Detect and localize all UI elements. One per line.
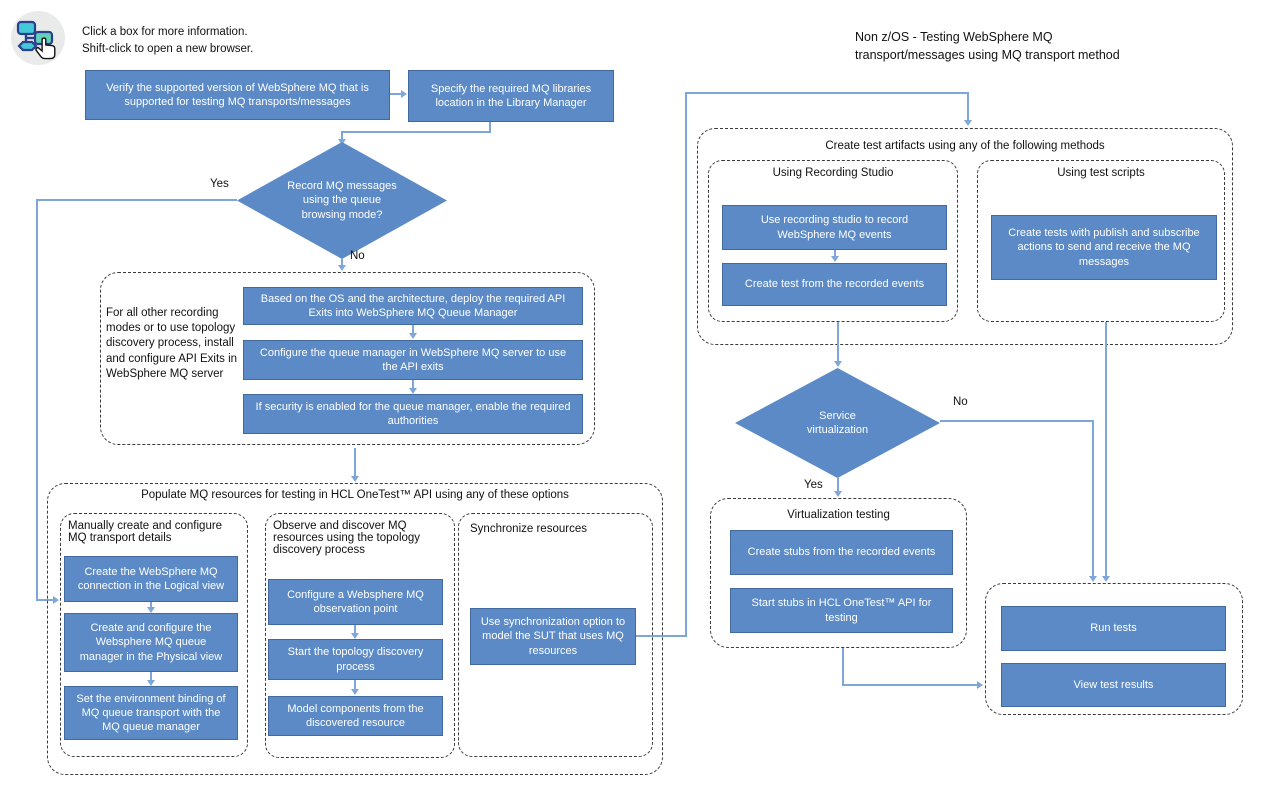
connector-specify-decision	[489, 122, 491, 133]
group-observe-discover	[265, 513, 455, 758]
record-mq-decision-diamond: Record MQ messages using the queue brows…	[237, 142, 447, 259]
create-stubs-box[interactable]: Create stubs from the recorded events	[730, 530, 953, 575]
arrowhead	[964, 120, 972, 126]
connector-yes-path	[37, 599, 53, 601]
group-populate-resources	[47, 483, 663, 775]
view-test-results-box[interactable]: View test results	[1001, 663, 1226, 707]
flowchart-click-icon	[10, 10, 66, 66]
connector-scripts-runtests	[1105, 322, 1107, 576]
connector-specify-decision	[341, 131, 343, 139]
connector-verify-specify	[390, 93, 402, 95]
service-virtualization-diamond: Service virtualization	[735, 368, 940, 478]
create-test-from-events-box[interactable]: Create test from the recorded events	[722, 263, 947, 306]
group-api-exits	[100, 272, 595, 445]
connector-step	[412, 325, 414, 333]
connector-artifacts-decision	[837, 322, 839, 361]
arrowhead	[351, 476, 359, 482]
model-components-box[interactable]: Model components from the discovered res…	[268, 696, 443, 736]
arrowhead	[351, 633, 359, 639]
run-tests-box[interactable]: Run tests	[1001, 606, 1226, 651]
arrowhead	[401, 90, 407, 98]
group-recording-studio	[708, 160, 958, 322]
arrowhead	[834, 491, 842, 497]
connector-populate-artifacts	[967, 92, 969, 120]
observe-group-title: Observe and discover MQ resources using …	[273, 520, 421, 556]
connector-no-path	[341, 258, 343, 266]
no-label: No	[350, 250, 365, 262]
manual-group-title: Manually create and configure MQ transpo…	[68, 520, 223, 544]
create-tests-publish-subscribe-box[interactable]: Create tests with publish and subscribe …	[991, 215, 1217, 280]
start-stubs-box[interactable]: Start stubs in HCL OneTest™ API for test…	[730, 588, 953, 633]
yes-label: Yes	[804, 479, 823, 491]
configure-queue-manager-physical-box[interactable]: Create and configure the Websphere MQ qu…	[64, 613, 238, 672]
arrowhead	[147, 680, 155, 686]
connector-yes-path	[36, 199, 38, 601]
connector-no-path	[940, 420, 1094, 422]
connector-populate-artifacts	[685, 92, 687, 637]
populate-group-title: Populate MQ resources for testing in HCL…	[141, 489, 569, 501]
service-virtualization-label: Service virtualization	[806, 409, 869, 436]
configure-queue-manager-box[interactable]: Configure the queue manager in WebSphere…	[243, 340, 583, 380]
arrowhead	[147, 607, 155, 613]
arrowhead	[338, 265, 346, 271]
diagram-title: Non z/OS - Testing WebSphere MQ transpor…	[855, 28, 1205, 64]
group-create-test-artifacts	[697, 128, 1233, 345]
connector-virtualization-results	[842, 684, 977, 686]
diagram-title-line-2: transport/messages using MQ transport me…	[855, 48, 1120, 63]
group-manual-configure	[60, 513, 248, 757]
arrowhead	[409, 388, 417, 394]
arrowhead	[351, 689, 359, 695]
enable-authorities-box[interactable]: If security is enabled for the queue man…	[243, 394, 583, 434]
specify-libraries-box[interactable]: Specify the required MQ libraries locati…	[408, 70, 614, 122]
arrowhead	[409, 333, 417, 339]
set-environment-binding-box[interactable]: Set the environment binding of MQ queue …	[64, 686, 238, 740]
connector-step	[150, 672, 152, 680]
legend-line-1: Click a box for more information.	[82, 26, 248, 38]
connector-virtualization-results	[842, 648, 844, 686]
connector-groups	[354, 448, 356, 476]
recording-studio-title: Using Recording Studio	[772, 167, 894, 179]
artifacts-group-title: Create test artifacts using any of the f…	[825, 140, 1105, 152]
test-scripts-title: Using test scripts	[1057, 167, 1145, 179]
record-mq-decision-label: Record MQ messages using the queue brows…	[287, 180, 397, 221]
legend-line-2: Shift-click to open a new browser.	[82, 42, 254, 55]
group-virtualization-testing	[710, 498, 967, 648]
connector-step	[354, 625, 356, 633]
connector-step	[150, 602, 152, 608]
connector-yes-path	[837, 477, 839, 491]
connector-step	[834, 250, 836, 257]
yes-label: Yes	[210, 178, 229, 190]
virtualization-group-title: Virtualization testing	[787, 509, 890, 521]
synchronize-group-title: Synchronize resources	[470, 523, 587, 535]
connector-specify-decision	[342, 131, 491, 133]
arrowhead	[53, 596, 59, 604]
configure-observation-point-box[interactable]: Configure a Websphere MQ observation poi…	[268, 579, 443, 625]
group-results	[985, 583, 1243, 715]
group-test-scripts	[977, 160, 1225, 322]
start-topology-discovery-box[interactable]: Start the topology discovery process	[268, 639, 443, 680]
connector-populate-artifacts	[685, 92, 968, 94]
deploy-api-exits-box[interactable]: Based on the OS and the architecture, de…	[243, 287, 583, 325]
use-synchronization-box[interactable]: Use synchronization option to model the …	[470, 608, 636, 665]
connector-yes-path	[37, 199, 237, 201]
connector-no-path	[1092, 420, 1094, 576]
connector-step	[412, 380, 414, 389]
diagram-title-line-1: Non z/OS - Testing WebSphere MQ	[855, 30, 1053, 44]
arrowhead	[834, 361, 842, 367]
use-recording-studio-box[interactable]: Use recording studio to record WebSphere…	[722, 205, 947, 250]
no-label: No	[953, 396, 968, 408]
arrowhead	[1102, 576, 1110, 582]
connector-populate-artifacts	[636, 635, 686, 637]
create-mq-connection-box[interactable]: Create the WebSphere MQ connection in th…	[64, 556, 238, 602]
verify-version-box[interactable]: Verify the supported version of WebSpher…	[85, 70, 390, 120]
arrowhead	[831, 256, 839, 262]
arrowhead	[977, 681, 983, 689]
legend: Click a box for more information. Shift-…	[82, 24, 322, 57]
connector-step	[354, 680, 356, 689]
arrowhead	[1089, 576, 1097, 582]
api-exits-note: For all other recording modes or to use …	[106, 307, 238, 380]
